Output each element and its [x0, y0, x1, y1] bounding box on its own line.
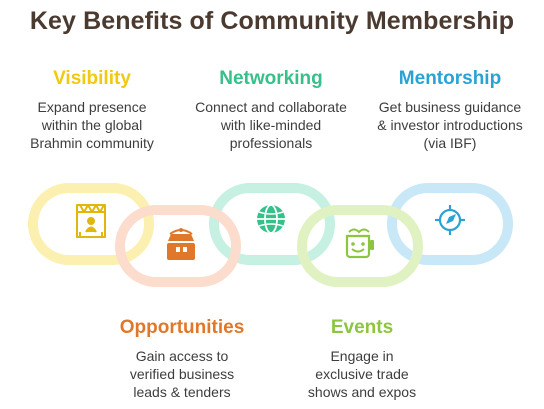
- page-title: Key Benefits of Community Membership: [29, 7, 515, 35]
- benefit-networking-line: with like-minded: [220, 117, 322, 133]
- benefit-opportunities-description: Gain access to verified business leads &…: [86, 347, 278, 401]
- benefit-events-line: shows and expos: [307, 384, 417, 400]
- benefit-events-description: Engage in exclusive trade shows and expo…: [272, 347, 452, 401]
- benefit-events-title: Events: [330, 317, 394, 338]
- benefit-visibility-line: Expand presence: [37, 99, 147, 115]
- benefit-networking-line: Connect and collaborate: [195, 99, 347, 115]
- link-networking: [209, 183, 335, 265]
- benefit-visibility: Visibility Expand presence within the gl…: [0, 68, 184, 152]
- benefit-visibility-description: Expand presence within the global Brahmi…: [0, 98, 184, 152]
- benefit-opportunities-line: leads & tenders: [133, 384, 231, 400]
- benefit-mentorship-description: Get business guidance & investor introdu…: [356, 98, 544, 152]
- stage-icon: [76, 204, 106, 238]
- globe-icon: [257, 204, 285, 234]
- benefit-visibility-line: Brahmin community: [30, 135, 154, 151]
- benefit-opportunities: Opportunities Gain access to verified bu…: [86, 317, 278, 401]
- link-mentorship: [387, 183, 513, 265]
- benefit-opportunities-title: Opportunities: [119, 317, 245, 338]
- benefit-opportunities-line: verified business: [129, 366, 235, 382]
- briefcase-icon: [167, 228, 195, 260]
- benefit-mentorship: Mentorship Get business guidance & inves…: [356, 68, 544, 152]
- benefit-networking-line: professionals: [229, 135, 313, 151]
- benefit-visibility-title: Visibility: [53, 68, 131, 89]
- benefit-mentorship-line: & investor introductions: [377, 117, 523, 133]
- benefit-networking-title: Networking: [219, 68, 323, 89]
- benefit-networking-description: Connect and collaborate with like-minded…: [170, 98, 372, 152]
- compass-icon: [435, 205, 465, 235]
- benefit-visibility-line: within the global: [41, 117, 143, 133]
- benefit-events: Events Engage in exclusive trade shows a…: [272, 317, 452, 401]
- link-opportunities: [115, 205, 241, 287]
- benefit-opportunities-line: Gain access to: [135, 348, 229, 364]
- link-events: [297, 205, 423, 287]
- benefit-mentorship-line: Get business guidance: [378, 99, 522, 115]
- link-visibility: [28, 183, 154, 265]
- benefit-networking: Networking Connect and collaborate with …: [170, 68, 372, 152]
- benefit-events-line: Engage in: [330, 348, 394, 364]
- benefit-mentorship-line: (via IBF): [423, 135, 477, 151]
- event-icon: [345, 228, 374, 259]
- benefit-events-line: exclusive trade: [315, 366, 409, 382]
- benefit-mentorship-title: Mentorship: [398, 68, 502, 89]
